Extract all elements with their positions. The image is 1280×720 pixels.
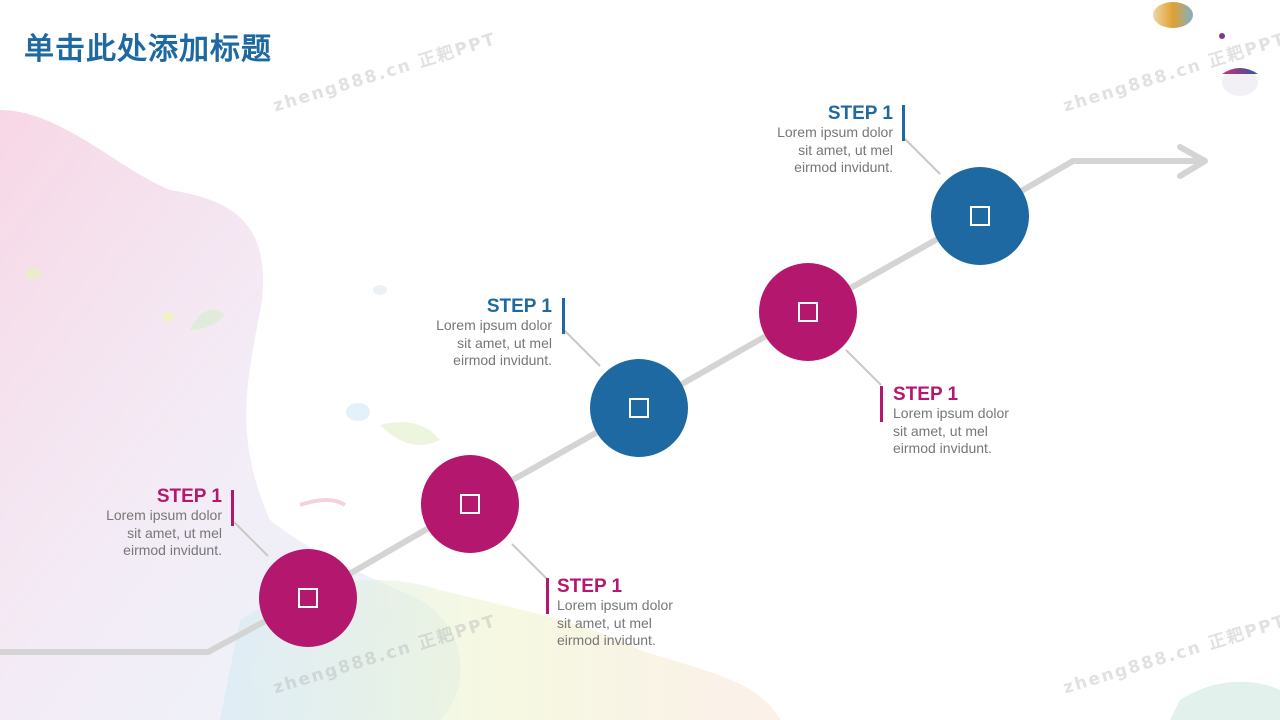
step-text-line: eirmod invidunt. <box>893 440 992 456</box>
step-text-line: sit amet, ut mel <box>798 141 893 158</box>
square-icon <box>460 494 480 514</box>
step-node-3[interactable] <box>590 359 688 457</box>
step-accent-bar <box>546 578 549 614</box>
step-text-line: eirmod invidunt. <box>557 632 656 648</box>
step-text-line: Lorem ipsum dolor <box>893 405 1009 421</box>
step-text-line: eirmod invidunt. <box>794 159 893 175</box>
step-text-line: sit amet, ut mel <box>127 524 222 541</box>
step-label-5: STEP 1 Lorem ipsum dolor sit amet, ut me… <box>713 104 893 177</box>
step-text-line: Lorem ipsum dolor <box>106 507 222 523</box>
square-icon <box>798 302 818 322</box>
step-heading: STEP 1 <box>893 384 959 405</box>
paint-splash-bottom-right <box>1170 681 1280 720</box>
step-label-1: STEP 1 Lorem ipsum dolor sit amet, ut me… <box>42 487 222 560</box>
step-heading: STEP 1 <box>486 296 552 317</box>
step-node-5[interactable] <box>931 167 1029 265</box>
step-text-line: Lorem ipsum dolor <box>557 597 673 613</box>
slide-title[interactable]: 单击此处添加标题 <box>24 32 272 67</box>
step-text-line: sit amet, ut mel <box>557 614 652 631</box>
paint-drop <box>1219 33 1225 39</box>
step-label-3: STEP 1 Lorem ipsum dolor sit amet, ut me… <box>372 297 552 370</box>
square-icon <box>629 398 649 418</box>
step-text-line: eirmod invidunt. <box>453 352 552 368</box>
step-node-4[interactable] <box>759 263 857 361</box>
step-heading: STEP 1 <box>156 486 222 507</box>
square-icon <box>298 588 318 608</box>
square-icon <box>970 206 990 226</box>
step-accent-bar <box>562 298 565 334</box>
step-text-line: Lorem ipsum dolor <box>777 124 893 140</box>
step-label-2: STEP 1 Lorem ipsum dolor sit amet, ut me… <box>557 577 737 650</box>
step-label-4: STEP 1 Lorem ipsum dolor sit amet, ut me… <box>893 385 1073 458</box>
step-node-2[interactable] <box>421 455 519 553</box>
step-text-line: Lorem ipsum dolor <box>436 317 552 333</box>
step-accent-bar <box>231 490 234 526</box>
paint-splash-bottom <box>220 580 780 720</box>
step-text-line: sit amet, ut mel <box>893 422 988 439</box>
paint-drop <box>1153 2 1193 28</box>
step-accent-bar <box>902 105 905 141</box>
step-heading: STEP 1 <box>827 103 893 124</box>
arrow-head-icon <box>1177 144 1208 179</box>
paint-drop <box>1222 68 1258 96</box>
step-text-line: sit amet, ut mel <box>457 334 552 351</box>
step-accent-bar <box>880 386 883 422</box>
step-text-line: eirmod invidunt. <box>123 542 222 558</box>
step-heading: STEP 1 <box>557 576 623 597</box>
step-node-1[interactable] <box>259 549 357 647</box>
paint-drop <box>1222 68 1258 74</box>
